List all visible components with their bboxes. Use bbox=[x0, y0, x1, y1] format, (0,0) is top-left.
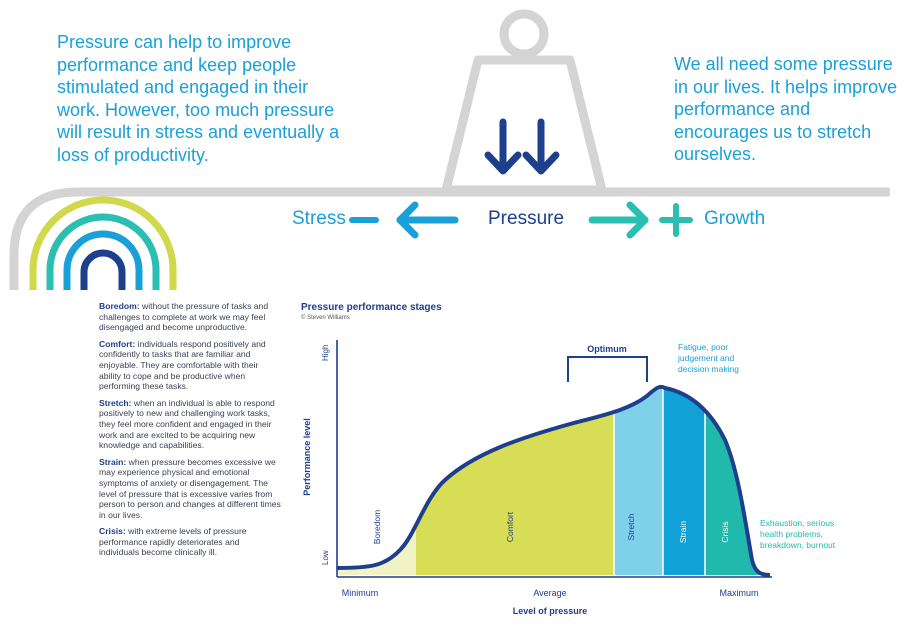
stage-label-comfort: Comfort bbox=[505, 511, 515, 542]
intro-right-text: We all need some pressure in our lives. … bbox=[674, 54, 898, 164]
stress-arrow-icon bbox=[349, 201, 459, 239]
x-tick-average: Average bbox=[533, 588, 566, 598]
growth-label: Growth bbox=[704, 208, 766, 229]
x-axis-label: Level of pressure bbox=[513, 606, 588, 616]
stage-label-stretch: Stretch bbox=[626, 513, 636, 540]
x-tick-maximum: Maximum bbox=[719, 588, 758, 598]
exhaustion-note-line-1: Exhaustion, serious bbox=[760, 518, 834, 528]
fatigue-note-line-2: judgement and bbox=[677, 353, 735, 363]
region-strain bbox=[663, 386, 705, 575]
region-stretch bbox=[614, 386, 663, 575]
y-low-label: Low bbox=[321, 550, 330, 565]
y-high-label: High bbox=[321, 345, 330, 361]
exhaustion-note-line-3: breakdown, burnout bbox=[760, 540, 836, 550]
x-tick-minimum: Minimum bbox=[342, 588, 379, 598]
chart-title: Pressure performance stages bbox=[301, 302, 442, 313]
fatigue-note-line-3: decision making bbox=[678, 364, 739, 374]
stage-label-crisis: Crisis bbox=[720, 521, 730, 542]
stage-label-boredom: Boredom bbox=[372, 510, 382, 545]
rainbow-icon bbox=[29, 196, 177, 290]
definition-strain: Strain: when pressure becomes excessive … bbox=[99, 456, 281, 520]
stage-definitions: Boredom: without the pressure of tasks a… bbox=[99, 301, 281, 564]
definition-crisis: Crisis: with extreme levels of pressure … bbox=[99, 526, 247, 558]
definition-stretch: Stretch: when an individual is able to r… bbox=[99, 397, 275, 451]
intro-left-text: Pressure can help to improve performance… bbox=[57, 32, 340, 165]
exhaustion-note-line-2: health problems, bbox=[760, 529, 823, 539]
fatigue-note-line-1: Fatigue, poor bbox=[678, 342, 728, 352]
definition-comfort: Comfort: individuals respond positively … bbox=[99, 338, 266, 392]
definition-boredom: Boredom: without the pressure of tasks a… bbox=[99, 301, 269, 333]
pressure-label: Pressure bbox=[488, 208, 565, 229]
optimum-label: Optimum bbox=[587, 344, 627, 354]
stress-label: Stress bbox=[292, 208, 346, 229]
optimum-bracket bbox=[567, 356, 648, 382]
chart-credit: © Steven Williams bbox=[301, 315, 350, 321]
stage-label-strain: Strain bbox=[678, 521, 688, 543]
growth-arrow-icon bbox=[588, 201, 693, 239]
y-axis-label: Performance level bbox=[302, 418, 312, 496]
region-comfort bbox=[416, 386, 614, 575]
grey-bar bbox=[9, 187, 890, 290]
down-arrows-icon bbox=[484, 118, 560, 175]
performance-curve bbox=[336, 384, 771, 577]
weight-icon bbox=[441, 9, 607, 195]
